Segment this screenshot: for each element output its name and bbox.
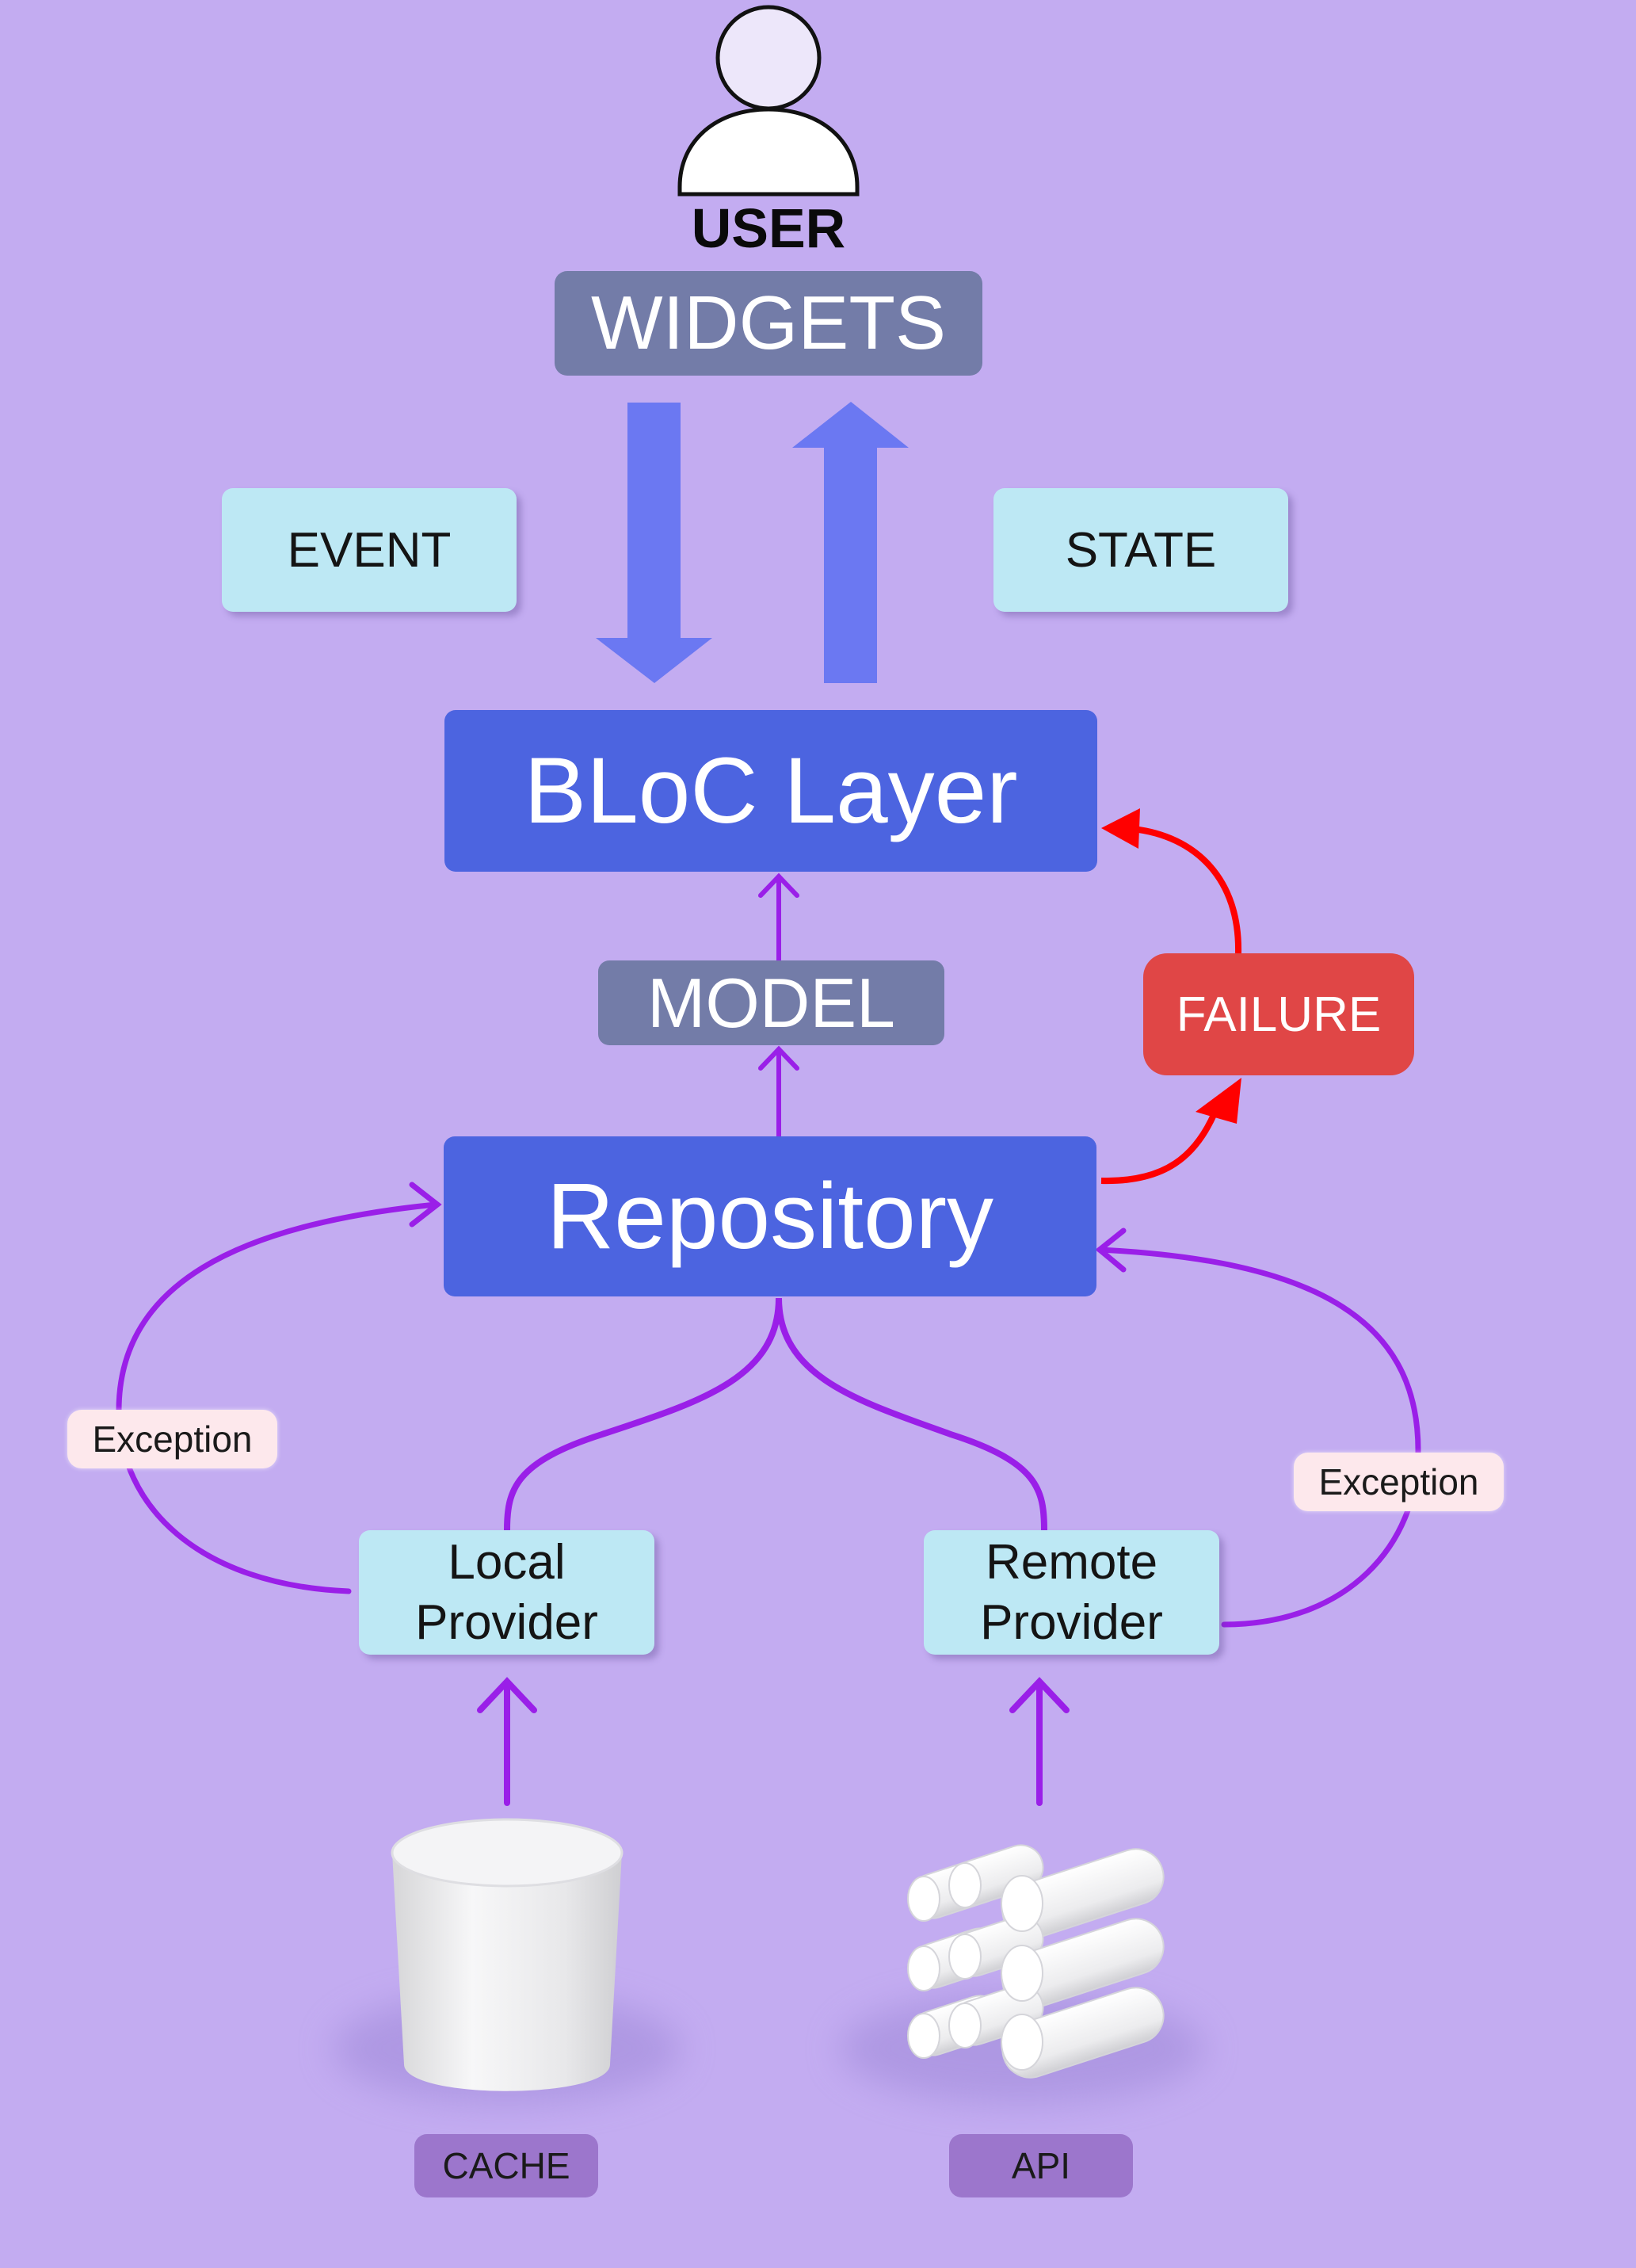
model-box: MODEL [598, 960, 944, 1045]
state-label: STATE [1065, 522, 1217, 578]
state-box: STATE [993, 488, 1288, 612]
cache-label: CACHE [442, 2145, 570, 2186]
remote-exception-loop [1095, 1228, 1421, 1628]
repository-box: Repository [444, 1136, 1096, 1296]
event-label: EVENT [287, 522, 452, 578]
repository-to-local-branch [504, 1297, 782, 1531]
repository-to-model-arrow [758, 1045, 799, 1139]
model-to-bloc-arrow [758, 872, 799, 963]
cache-tag: CACHE [414, 2134, 598, 2197]
api-server-icon [840, 1844, 1204, 2104]
model-label: MODEL [647, 963, 895, 1042]
remote-provider-line1: Remote [985, 1534, 1158, 1590]
event-box: EVENT [222, 488, 517, 612]
repository-to-remote-branch [776, 1297, 1047, 1531]
repository-label: Repository [546, 1164, 993, 1269]
local-provider-box: Local Provider [359, 1530, 654, 1655]
failure-box: FAILURE [1143, 953, 1414, 1075]
local-exception-loop [116, 1182, 442, 1594]
widgets-box: WIDGETS [555, 271, 982, 376]
remote-provider-line2: Provider [980, 1594, 1163, 1650]
failure-to-bloc-arrow [1101, 808, 1242, 954]
repository-to-failure-arrow [1100, 1078, 1241, 1185]
event-flow-arrow [596, 403, 712, 683]
cache-to-local-arrow [477, 1677, 537, 1806]
local-provider-line2: Provider [415, 1594, 598, 1650]
local-exception-badge: Exception [67, 1410, 277, 1468]
remote-exception-badge: Exception [1294, 1453, 1504, 1511]
state-flow-arrow [792, 402, 909, 683]
remote-exception-label: Exception [1318, 1461, 1479, 1502]
cache-database-icon [333, 1818, 681, 2104]
bloc-layer-box: BLoC Layer [444, 710, 1097, 872]
api-to-remote-arrow [1009, 1677, 1070, 1806]
widgets-label: WIDGETS [591, 281, 946, 365]
user-label: USER [691, 197, 846, 259]
local-exception-label: Exception [92, 1418, 253, 1460]
bloc-layer-label: BLoC Layer [524, 739, 1018, 843]
api-tag: API [949, 2134, 1133, 2197]
remote-provider-box: Remote Provider [924, 1530, 1219, 1655]
user-icon [677, 5, 860, 197]
local-provider-line1: Local [448, 1534, 566, 1590]
failure-label: FAILURE [1176, 987, 1382, 1042]
api-label: API [1011, 2145, 1071, 2186]
